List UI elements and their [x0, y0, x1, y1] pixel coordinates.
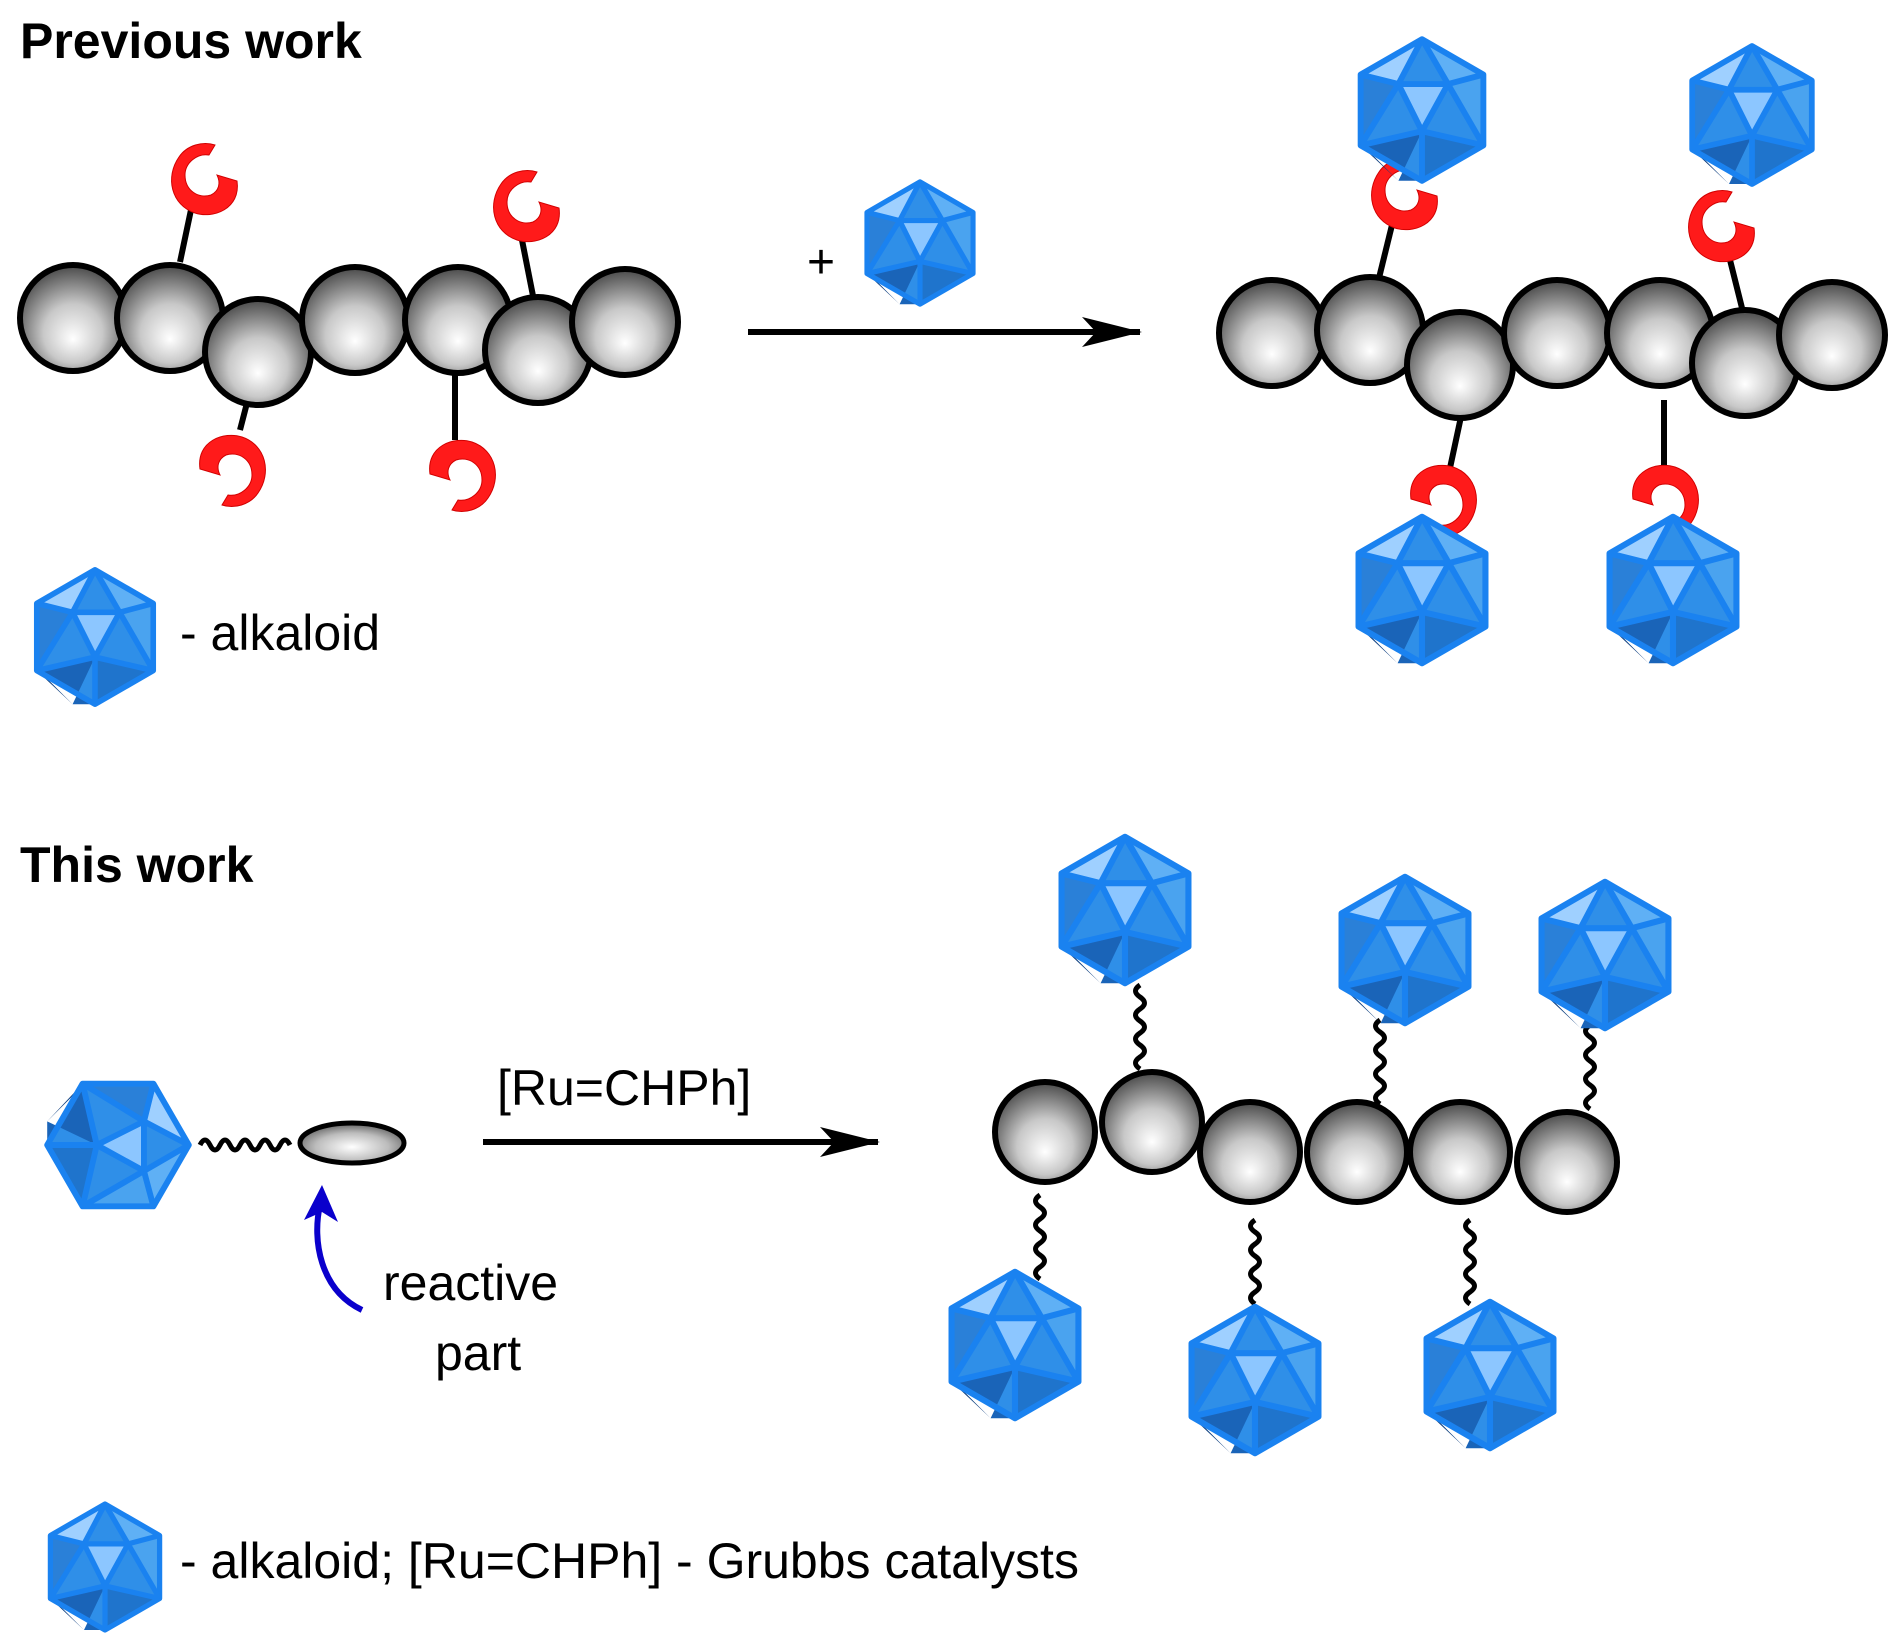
alkaloid-icosahedron-icon [37, 570, 153, 704]
reactive-group-oval [297, 1120, 407, 1166]
alkaloid-icosahedron-icon [867, 182, 973, 304]
this-legend-text: - alkaloid; [Ru=CHPh] - Grubbs catalysts [180, 1533, 1079, 1589]
previous-product-polymer [1216, 39, 1888, 663]
previous-work-heading: Previous work [20, 13, 362, 69]
this-work-heading: This work [20, 837, 254, 893]
annotation-line2: part [435, 1325, 521, 1381]
spacer-linker [197, 1137, 293, 1153]
spring-linkers [1033, 982, 1597, 1307]
alkaloid-icosahedron-icon [47, 1084, 189, 1207]
polymer-bead-icon [992, 1069, 1620, 1215]
annotation-arrowhead [304, 1185, 338, 1222]
annotation-line1: reactive [383, 1255, 558, 1311]
alkaloid-icosahedron-icon [50, 1504, 159, 1630]
this-product-polymer [952, 837, 1669, 1453]
reagent-label: [Ru=CHPh] [497, 1060, 751, 1116]
previous-reactant-polymer [17, 143, 681, 512]
annotation-arrow [314, 1204, 364, 1313]
monomer [47, 1084, 407, 1207]
plus-sign: + [807, 236, 835, 289]
previous-legend-text: - alkaloid [180, 605, 380, 661]
polymer-bead-icon [17, 262, 681, 408]
